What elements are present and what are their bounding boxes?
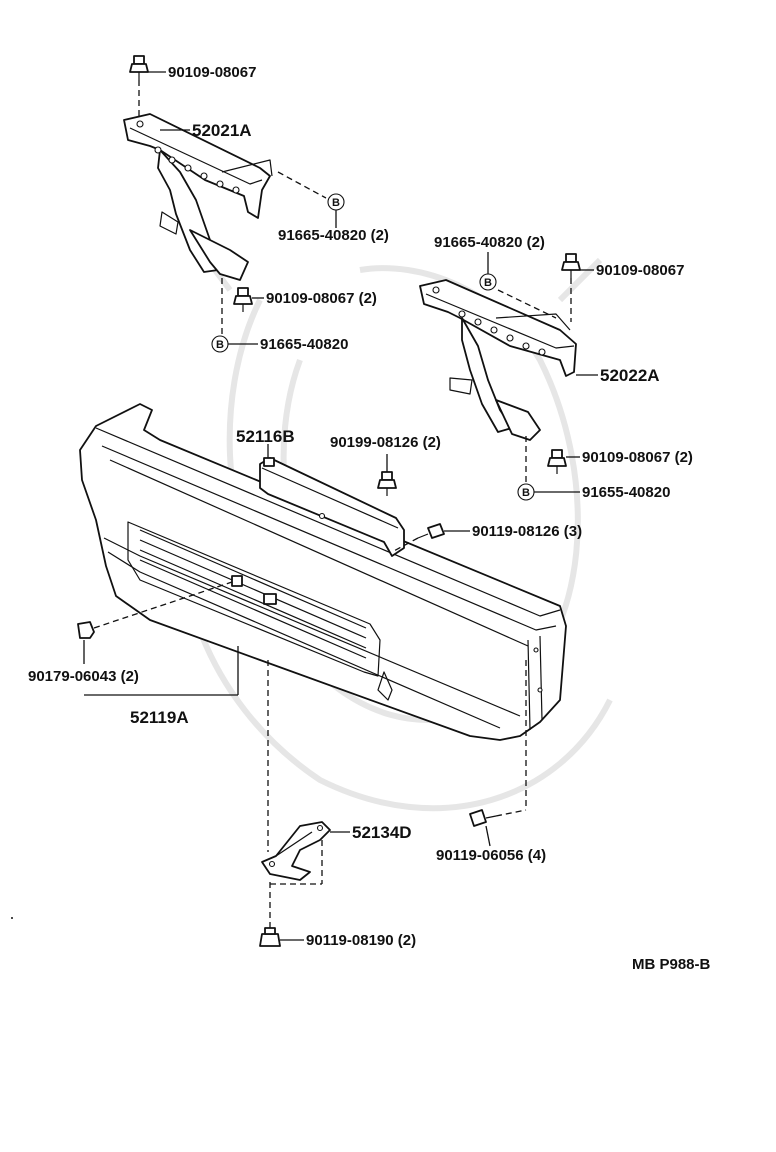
bracket-52134d (261, 821, 331, 881)
callout-52134d: 52134D (352, 823, 412, 842)
guide-line (495, 809, 527, 817)
clip-b-icon-right-lower: B (517, 483, 535, 501)
callout-90109-08067-right: 90109-08067 (596, 262, 684, 279)
callout-90109-08067-top: 90109-08067 (168, 64, 256, 81)
callout-90119-08190-2: 90119-08190 (2) (306, 932, 416, 949)
stray-dot (11, 917, 13, 919)
bolt-90109-08067-lower-right (547, 449, 567, 474)
bracket-52022a (419, 279, 577, 441)
guide-line (391, 537, 419, 553)
guide-line (93, 581, 233, 629)
diagram-reference-code: MB P988-B (632, 956, 711, 973)
callout-labels: 90109-08067 52021A 91665-40820 (2) 90109… (28, 64, 711, 973)
callout-52119a: 52119A (130, 708, 189, 727)
screw-90119-08126 (417, 523, 445, 539)
callout-91665-40820-2-right: 91665-40820 (2) (434, 234, 545, 251)
callout-52021a: 52021A (192, 121, 252, 140)
reinforcement-52116b (259, 457, 405, 557)
clip-b-icon-upper: B (327, 193, 345, 211)
leader-lines (83, 71, 598, 941)
guide-line (277, 171, 327, 199)
svg-text:B: B (522, 487, 530, 499)
callout-91665-40820-left: 91665-40820 (260, 336, 348, 353)
bolt-90109-08067-lower-left (233, 287, 253, 312)
bumper-cover-52119a (79, 403, 567, 741)
callout-90179-06043-2: 90179-06043 (2) (28, 668, 139, 685)
bolt-90109-08067-top-left (129, 55, 149, 80)
bolt-90109-08067-top-right (561, 253, 581, 278)
callout-52022a: 52022A (600, 366, 660, 385)
screw-90119-06056 (469, 809, 497, 827)
callout-90119-06056-4: 90119-06056 (4) (436, 847, 546, 864)
bolt-90119-08190 (259, 927, 281, 947)
clip-b-icon-left: B (211, 335, 229, 353)
callout-90119-08126-3: 90119-08126 (3) (472, 523, 582, 540)
svg-text:B: B (484, 277, 492, 289)
callout-91665-40820-2-left: 91665-40820 (2) (278, 227, 389, 244)
bolt-90199-08126 (377, 471, 397, 496)
guide-line (497, 289, 557, 319)
callout-90109-08067-2-left: 90109-08067 (2) (266, 290, 377, 307)
bracket-52021a (123, 113, 273, 281)
clip-b-icon-right-upper: B (479, 273, 497, 291)
svg-text:B: B (332, 197, 340, 209)
callout-52116b: 52116B (236, 427, 295, 446)
callout-90109-08067-2-right: 90109-08067 (2) (582, 449, 693, 466)
callout-91655-40820: 91655-40820 (582, 484, 670, 501)
svg-text:B: B (216, 339, 224, 351)
clip-90179-06043 (77, 621, 95, 639)
callout-90199-08126-2: 90199-08126 (2) (330, 434, 441, 451)
